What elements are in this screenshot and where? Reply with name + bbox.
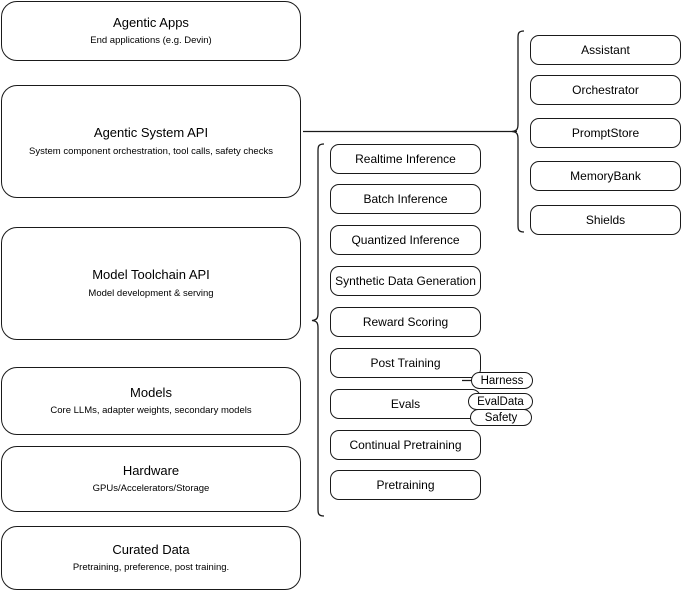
toolchain-item-synthetic-data-generation[interactable]: Synthetic Data Generation [330, 266, 481, 296]
layer-title: Model Toolchain API [92, 267, 210, 283]
layer-subtitle: System component orchestration, tool cal… [29, 145, 273, 157]
chip-label: Assistant [581, 42, 630, 57]
chip-label: Evals [390, 396, 421, 411]
eval-tag-evaldata[interactable]: EvalData [468, 393, 533, 410]
layer-models[interactable]: Models Core LLMs, adapter weights, secon… [1, 367, 301, 435]
eval-tag-safety[interactable]: Safety [470, 409, 532, 426]
toolchain-item-batch-inference[interactable]: Batch Inference [330, 184, 481, 214]
toolchain-item-reward-scoring[interactable]: Reward Scoring [330, 307, 481, 337]
layer-agentic-system-api[interactable]: Agentic System API System component orch… [1, 85, 301, 198]
chip-label: Reward Scoring [362, 314, 449, 329]
toolchain-item-realtime-inference[interactable]: Realtime Inference [330, 144, 481, 174]
chip-label: Quantized Inference [351, 232, 460, 247]
system-component-assistant[interactable]: Assistant [530, 35, 681, 65]
layer-subtitle: GPUs/Accelerators/Storage [92, 483, 210, 495]
chip-label: Shields [585, 212, 626, 227]
layer-subtitle: Model development & serving [88, 287, 214, 299]
chip-label: Synthetic Data Generation [335, 273, 476, 288]
layer-title: Models [130, 384, 172, 400]
chip-label: PromptStore [571, 125, 640, 140]
system-component-shields[interactable]: Shields [530, 205, 681, 235]
toolchain-item-evals[interactable]: Evals [330, 389, 481, 419]
pill-label: Safety [484, 411, 518, 424]
toolchain-item-continual-pretraining[interactable]: Continual Pretraining [330, 430, 481, 460]
pill-label: Harness [480, 374, 524, 387]
layer-title: Agentic Apps [113, 14, 189, 30]
system-component-memorybank[interactable]: MemoryBank [530, 161, 681, 191]
chip-label: Realtime Inference [355, 151, 456, 166]
layer-agentic-apps[interactable]: Agentic Apps End applications (e.g. Devi… [1, 1, 301, 61]
chip-label: Continual Pretraining [349, 437, 462, 452]
toolchain-item-quantized-inference[interactable]: Quantized Inference [330, 225, 481, 255]
layer-subtitle: End applications (e.g. Devin) [90, 35, 212, 47]
layer-title: Agentic System API [93, 125, 209, 141]
chip-label: Pretraining [376, 477, 435, 492]
layer-model-toolchain-api[interactable]: Model Toolchain API Model development & … [1, 227, 301, 340]
eval-tag-harness[interactable]: Harness [471, 372, 533, 389]
layer-hardware[interactable]: Hardware GPUs/Accelerators/Storage [1, 446, 301, 512]
system-component-orchestrator[interactable]: Orchestrator [530, 75, 681, 105]
layer-title: Hardware [122, 462, 180, 478]
bracket-system-components [511, 30, 525, 233]
system-component-promptstore[interactable]: PromptStore [530, 118, 681, 148]
toolchain-item-pretraining[interactable]: Pretraining [330, 470, 481, 500]
bracket-toolchain-components [311, 143, 325, 517]
chip-label: Orchestrator [572, 82, 639, 97]
layer-subtitle: Pretraining, preference, post training. [72, 562, 230, 574]
chip-label: MemoryBank [570, 168, 641, 183]
toolchain-item-post-training[interactable]: Post Training [330, 348, 481, 378]
chip-label: Post Training [370, 355, 441, 370]
layer-title: Curated Data [112, 541, 190, 557]
chip-label: Batch Inference [363, 191, 448, 206]
pill-label: EvalData [477, 395, 524, 408]
layer-subtitle: Core LLMs, adapter weights, secondary mo… [50, 405, 252, 417]
layer-curated-data[interactable]: Curated Data Pretraining, preference, po… [1, 526, 301, 590]
